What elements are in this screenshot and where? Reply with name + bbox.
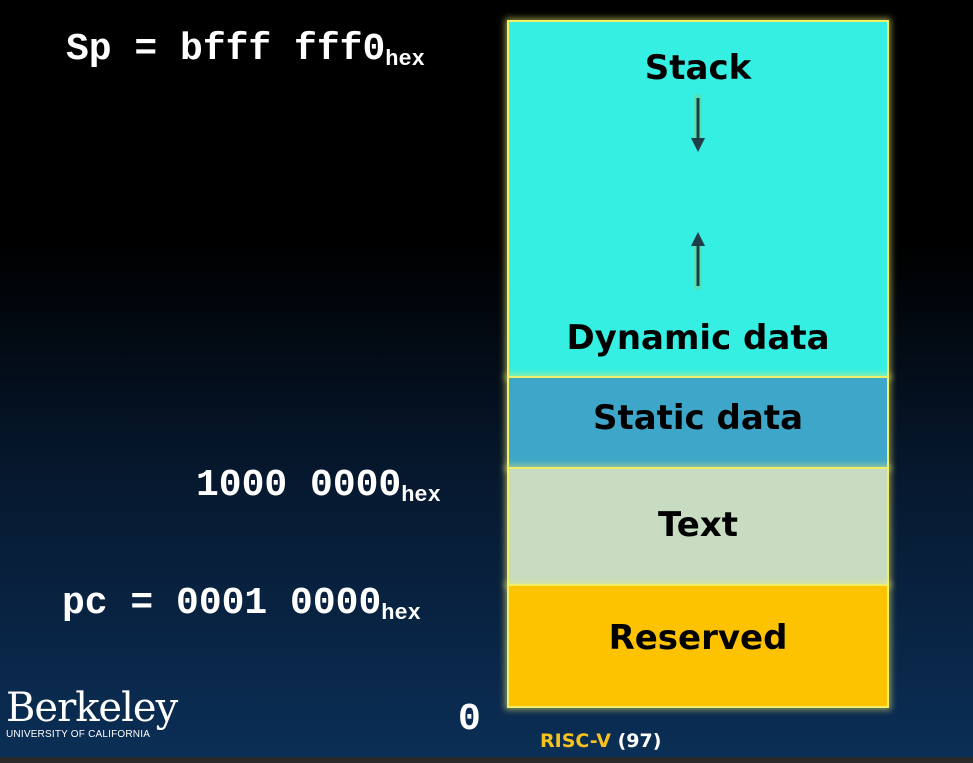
static-data-region: Static data: [507, 376, 889, 469]
pc-address-hex-suffix: hex: [381, 601, 421, 626]
stack-label: Stack: [644, 48, 752, 88]
static-start-hex-suffix: hex: [401, 483, 441, 508]
stack-grows-down-arrow-icon: [691, 94, 705, 152]
berkeley-logo: Berkeley UNIVERSITY OF CALIFORNIA: [6, 685, 178, 740]
static-start-address-label: 1000 0000hex: [196, 464, 441, 508]
logo-name: Berkeley: [6, 685, 178, 731]
heap-grows-up-arrow-icon: [691, 232, 705, 290]
stack-dynamic-region: Stack Dynamic data: [507, 20, 889, 378]
sp-address-hex-suffix: hex: [385, 47, 425, 72]
dynamic-data-label: Dynamic data: [566, 318, 830, 358]
logo-subtitle: UNIVERSITY OF CALIFORNIA: [6, 729, 151, 740]
pc-address-value: pc = 0001 0000: [62, 582, 382, 625]
text-label: Text: [658, 505, 738, 545]
reserved-region: Reserved: [507, 584, 889, 708]
pc-address-label: pc = 0001 0000hex: [62, 582, 421, 626]
sp-address-value: Sp = bfff fff0: [66, 28, 386, 71]
static-start-address-value: 1000 0000: [196, 464, 402, 507]
zero-address-label: 0: [458, 698, 481, 741]
slide-number: (97): [617, 730, 662, 752]
course-name: RISC-V: [540, 730, 611, 752]
text-region: Text: [507, 467, 889, 586]
reserved-label: Reserved: [608, 618, 788, 658]
static-data-label: Static data: [592, 398, 804, 438]
slide-footer: RISC-V (97): [540, 730, 661, 752]
bottom-bar: [0, 757, 973, 763]
sp-address-label: Sp = bfff fff0hex: [66, 28, 425, 72]
